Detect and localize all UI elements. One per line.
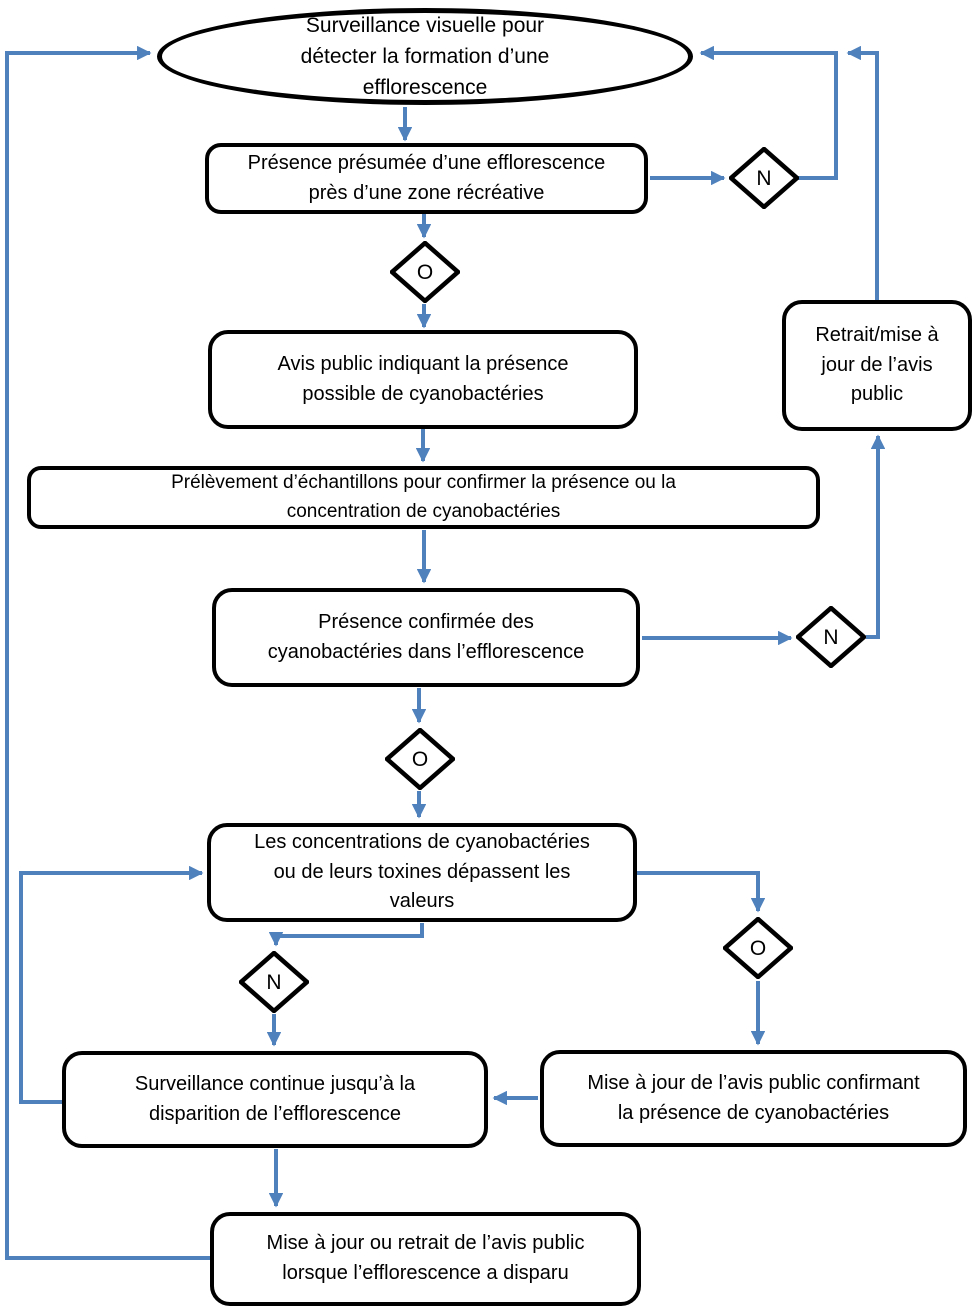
node-label: Présence présumée d’une efflorescence pr… [247, 151, 606, 204]
arrow-no2-to-remove-update [866, 434, 886, 639]
diamond-shape-icon [723, 917, 793, 979]
node-start-visual-surveillance: Surveillance visuelle pour détecter la f… [157, 8, 693, 105]
node-label: Retrait/mise à jour de l’avis public [815, 324, 939, 406]
decision-no-2: N [796, 606, 866, 668]
decision-label: N [823, 625, 839, 649]
decision-label: N [266, 970, 282, 994]
diamond-shape-icon [796, 606, 866, 668]
decision-label: N [756, 166, 772, 190]
decision-label: O [411, 747, 429, 771]
node-confirmed-presence: Présence confirmée des cyanobactéries da… [212, 588, 640, 687]
arrow-continued-loop-to-concentrations [19, 865, 204, 1104]
node-label: Les concentrations de cyanobactéries ou … [254, 831, 590, 913]
diamond-shape-icon [239, 951, 309, 1013]
decision-label: O [749, 936, 767, 960]
node-sampling: Prélèvement d’échantillons pour confirme… [27, 466, 820, 529]
decision-yes-3: O [723, 917, 793, 979]
diamond-shape-icon [385, 728, 455, 790]
arrow-update-remove-to-start [5, 45, 210, 1260]
diamond-shape-icon [390, 241, 460, 303]
node-label: Avis public indiquant la présence possib… [277, 352, 569, 405]
node-remove-update-notice: Retrait/mise à jour de l’avis public [782, 300, 972, 431]
node-label: Surveillance continue jusqu’à la dispari… [134, 1072, 416, 1125]
node-continued-surveillance: Surveillance continue jusqu’à la dispari… [62, 1051, 488, 1148]
arrow-no1-to-start [699, 45, 838, 180]
node-label: Prélèvement d’échantillons pour confirme… [171, 472, 676, 522]
node-presumed-presence: Présence présumée d’une efflorescence pr… [205, 143, 648, 214]
arrow-concentrations-to-yes3 [637, 871, 766, 913]
node-update-or-remove-notice: Mise à jour ou retrait de l’avis public … [210, 1212, 641, 1306]
decision-yes-2: O [385, 728, 455, 790]
node-label: Présence confirmée des cyanobactéries da… [267, 610, 585, 663]
diamond-shape-icon [729, 147, 799, 209]
node-concentrations-exceed: Les concentrations de cyanobactéries ou … [207, 823, 637, 922]
node-label: Mise à jour de l’avis public confirmant … [587, 1071, 920, 1124]
arrow-concentrations-to-no3 [268, 923, 424, 947]
decision-label: O [416, 260, 434, 284]
node-label: Mise à jour ou retrait de l’avis public … [266, 1232, 585, 1284]
decision-yes-1: O [390, 241, 460, 303]
decision-no-1: N [729, 147, 799, 209]
arrow-remove-update-to-junction [846, 45, 879, 301]
node-public-notice-possible: Avis public indiquant la présence possib… [208, 330, 638, 429]
node-label: Surveillance visuelle pour détecter la f… [300, 13, 550, 100]
decision-no-3: N [239, 951, 309, 1013]
node-update-notice-confirming: Mise à jour de l’avis public confirmant … [540, 1050, 967, 1147]
